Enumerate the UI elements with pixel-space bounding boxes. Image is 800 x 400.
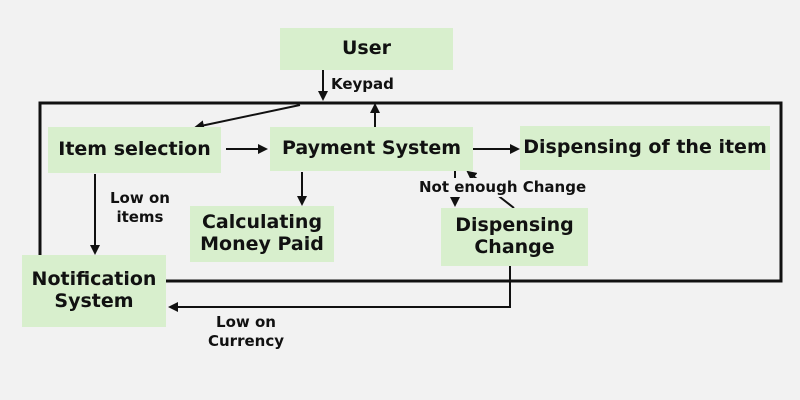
label-low-on-currency-line1: Low on bbox=[216, 313, 276, 331]
label-keypad: Keypad bbox=[331, 75, 394, 94]
node-dispensing-change: Dispensing Change bbox=[441, 208, 588, 266]
label-low-on-currency: Low on Currency bbox=[208, 313, 284, 351]
node-payment-system: Payment System bbox=[270, 127, 473, 171]
node-notification-line1: Notification bbox=[31, 268, 157, 291]
label-keypad-text: Keypad bbox=[331, 75, 394, 93]
label-not-enough-change: Not enough Change bbox=[419, 178, 587, 197]
node-dispensing-item: Dispensing of the item bbox=[520, 126, 770, 170]
node-dispensing-change-line1: Dispensing bbox=[455, 214, 574, 237]
system-boundary bbox=[38, 101, 783, 283]
node-user: User bbox=[280, 28, 453, 70]
node-payment-system-label: Payment System bbox=[281, 137, 462, 160]
node-dispensing-item-label: Dispensing of the item bbox=[523, 136, 767, 159]
arrow-keypad-to-item-selection bbox=[194, 104, 301, 131]
node-calculating-money-line1: Calculating bbox=[201, 211, 323, 234]
node-user-label: User bbox=[342, 37, 391, 60]
label-not-enough-change-text: Not enough Change bbox=[419, 178, 587, 196]
arrow-change-to-notification bbox=[168, 266, 511, 312]
node-notification-system: Notification System bbox=[22, 255, 166, 327]
node-item-selection-label: Item selection bbox=[58, 138, 211, 161]
label-low-on-currency-line2: Currency bbox=[208, 331, 285, 350]
label-low-on-items: Low on items bbox=[110, 189, 170, 227]
label-low-on-items-line2: items bbox=[116, 207, 164, 226]
node-dispensing-change-line2: Change bbox=[474, 236, 555, 258]
node-calculating-money: Calculating Money Paid bbox=[190, 206, 334, 262]
node-notification-line2: System bbox=[54, 290, 134, 312]
label-low-on-items-line1: Low on bbox=[110, 189, 170, 207]
node-item-selection: Item selection bbox=[48, 127, 221, 173]
node-calculating-money-line2: Money Paid bbox=[200, 233, 324, 255]
